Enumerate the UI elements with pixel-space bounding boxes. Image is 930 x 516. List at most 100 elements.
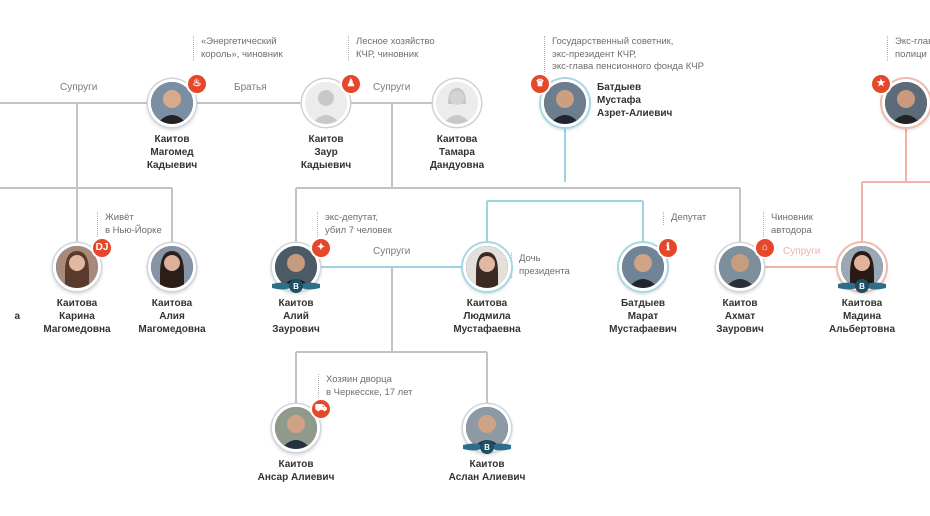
name-line: Мустафа: [597, 95, 641, 106]
name-line: Карина: [59, 311, 95, 322]
note-line: Экс-глава: [895, 36, 930, 47]
person-name: Каитова Людмила Мустафаевна: [432, 297, 542, 336]
name-line: Каитов: [154, 134, 190, 145]
bentley-letter: B: [484, 443, 490, 452]
name-line: Магомедовна: [138, 324, 206, 335]
relation-label-brothers: Братья: [230, 82, 271, 93]
note-line: Чиновник: [771, 212, 813, 223]
name-line: Мадина: [842, 311, 882, 322]
name-line: Каитов: [278, 298, 314, 309]
bentley-logo-icon: B: [838, 279, 886, 293]
person-name: Каитов Ахмат Заурович: [685, 297, 795, 336]
name-line: Каитова: [841, 298, 883, 309]
person-name: Каитов Магомед Кадыевич: [117, 133, 227, 172]
note-line: Депутат: [671, 212, 707, 223]
relation-label-spouses: Супруги: [369, 82, 415, 93]
name-line: Заур: [314, 147, 338, 158]
note-line: Живёт: [105, 212, 134, 223]
note-line: Государственный советник,: [552, 36, 674, 47]
name-line: Каитова: [56, 298, 98, 309]
person-name: Каитов Аслан Алиевич: [432, 458, 542, 484]
name-line: Аслан Алиевич: [448, 472, 526, 483]
relation-label-spouses: Супруги: [56, 82, 102, 93]
person-name: Батдыев Марат Мустафаевич: [588, 297, 698, 336]
annotation-note: Депутат: [663, 212, 706, 225]
portrait-photo: [53, 243, 101, 291]
info-icon: ℹ: [657, 237, 679, 259]
note-line: КЧР, чиновник: [356, 48, 419, 60]
name-line: Людмила: [463, 311, 511, 322]
annotation-note: Хозяин дворца в Черкесске, 17 лет: [318, 374, 413, 399]
portrait-photo: [716, 243, 764, 291]
flame-icon: ♨: [186, 73, 208, 95]
note-line: полици: [895, 48, 927, 60]
relation-label-spouses: Супруги: [369, 246, 415, 257]
note-line: Лесное хозяйство: [356, 36, 435, 47]
name-line: Каитова: [436, 134, 478, 145]
name-line: Каитов: [722, 298, 758, 309]
bentley-letter: B: [293, 282, 299, 291]
name-line: Каитова: [151, 298, 193, 309]
name-line: Батдыев: [597, 82, 642, 93]
name-line: Мустафаевич: [609, 324, 677, 335]
name-line: Кадыевич: [146, 160, 198, 171]
person-name: Каитова Алия Магомедовна: [117, 297, 227, 336]
name-line: Марат: [627, 311, 659, 322]
note-line: автодора: [771, 224, 812, 236]
silhouette-avatar: [433, 79, 481, 127]
portrait-photo: [541, 79, 589, 127]
annotation-note: Государственный советник, экс-президент …: [544, 36, 704, 74]
note-line: король», чиновник: [201, 48, 283, 60]
bentley-logo-icon: B: [272, 279, 320, 293]
name-line: Каитов: [469, 459, 505, 470]
person-name: Каитова Карина Магомедовна: [22, 297, 132, 336]
bentley-letter: B: [859, 282, 865, 291]
note-line: экс-глава пенсионного фонда КЧР: [552, 61, 704, 72]
note-line: «Энергетический: [201, 36, 277, 47]
note-line: в Черкесске, 17 лет: [326, 386, 413, 398]
name-line: Дандуовна: [429, 160, 485, 171]
portrait-photo: [148, 243, 196, 291]
person-name: Каитов Заур Кадыевич: [271, 133, 381, 172]
star-icon: ★: [870, 73, 892, 95]
name-line: Заурович: [272, 324, 320, 335]
person-name: Каитов Алий Заурович: [241, 297, 351, 336]
note-line: убил 7 человек: [325, 224, 392, 236]
name-line: Батдыев: [620, 298, 666, 309]
name-line: Алия: [159, 311, 185, 322]
name-line: Алий: [283, 311, 309, 322]
annotation-note: экс-депутат, убил 7 человек: [317, 212, 392, 237]
gun-icon: ✦: [310, 237, 332, 259]
name-line: Магомедовна: [43, 324, 111, 335]
relation-label-spouses: Супруги: [779, 246, 825, 257]
person-name: Каитова Тамара Дандуовна: [402, 133, 512, 172]
name-line: Каитов: [278, 459, 314, 470]
name-line: Каитова: [466, 298, 508, 309]
note-line: Хозяин дворца: [326, 374, 392, 385]
annotation-note: Чиновник автодора: [763, 212, 813, 237]
note-line: экс-президент КЧР,: [552, 48, 637, 60]
annotation-note: Дочь президента: [511, 253, 570, 278]
note-line: экс-депутат,: [325, 212, 379, 223]
portrait-photo: [463, 243, 511, 291]
person-name: Батдыев Мустафа Азрет-Алиевич: [597, 81, 707, 120]
dj-badge: DJ: [91, 237, 113, 259]
name-line: Мустафаевна: [453, 324, 521, 335]
person-name: . а: [0, 297, 20, 323]
annotation-note: Лесное хозяйство КЧР, чиновник: [348, 36, 435, 61]
building-icon: ⌂: [754, 237, 776, 259]
name-line: Каитов: [308, 134, 344, 145]
annotation-note: Экс-глава полици: [887, 36, 930, 61]
name-line: Ахмат: [724, 311, 756, 322]
name-line: Азрет-Алиевич: [597, 108, 673, 119]
bentley-logo-icon: B: [463, 440, 511, 454]
name-line: Тамара: [439, 147, 475, 158]
name-line: Ансар Алиевич: [257, 472, 335, 483]
bell-icon: ♟: [340, 73, 362, 95]
name-line: а: [14, 311, 20, 322]
annotation-note: «Энергетический король», чиновник: [193, 36, 283, 61]
name-line: Кадыевич: [300, 160, 352, 171]
name-line: Магомед: [150, 147, 194, 158]
annotation-note: Живёт в Нью-Йорке: [97, 212, 162, 237]
